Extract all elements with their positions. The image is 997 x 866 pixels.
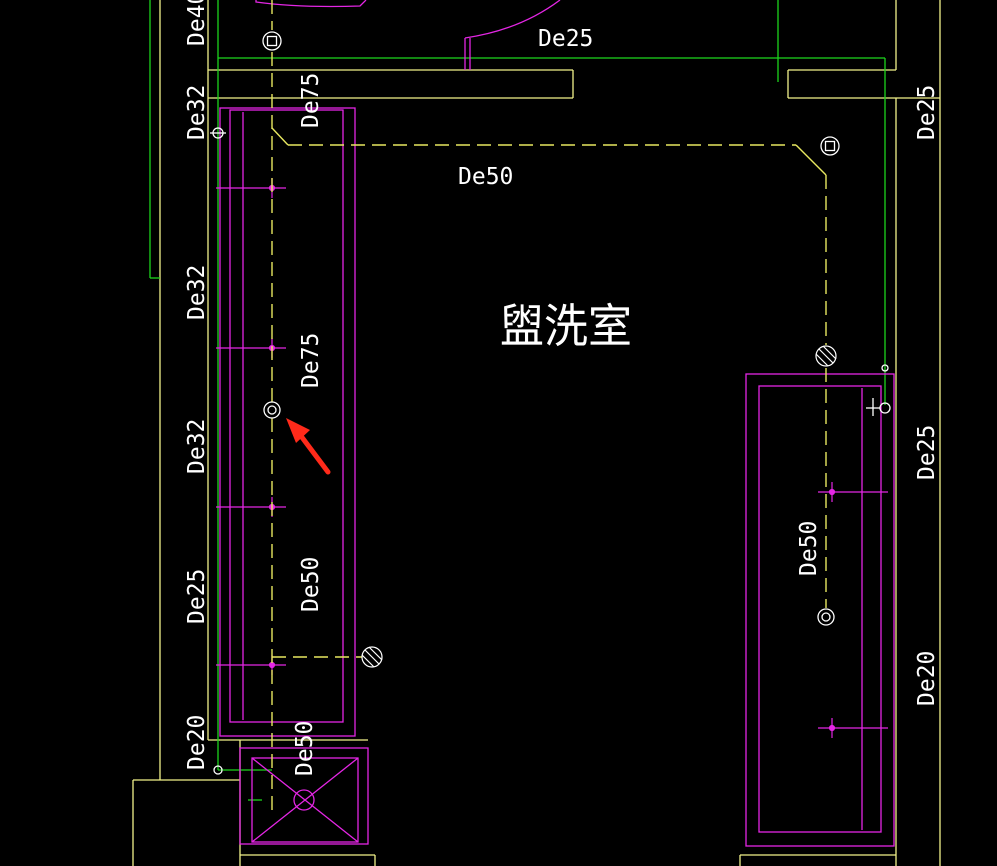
hatched-drain-icons: [361, 345, 837, 668]
drain-pipes-dashed: [271, 0, 827, 810]
label-left-de32-low: De32: [184, 419, 210, 474]
valve-right-icon: [866, 398, 891, 416]
label-left-de25: De25: [184, 569, 210, 624]
label-right-de20: De20: [914, 651, 940, 706]
label-right-de50: De50: [796, 521, 822, 576]
floor-drain-left-icon: [263, 401, 281, 419]
riser-square-top-icon: [262, 31, 282, 51]
label-left-de32-top: De32: [184, 85, 210, 140]
label-center-de50: De50: [458, 164, 513, 190]
label-left-de75-mid: De75: [298, 333, 324, 388]
label-left-de32-mid: De32: [184, 265, 210, 320]
pipe-symbols: [210, 31, 891, 775]
label-bottom-de50: De50: [292, 721, 318, 776]
fixtures-magenta: [219, 0, 895, 847]
riser-square-right-icon: [820, 136, 840, 156]
red-arrow-icon: [286, 418, 331, 475]
label-right-de25-mid: De25: [914, 425, 940, 480]
label-top-de25: De25: [538, 26, 593, 52]
label-left-de40: De40: [184, 0, 210, 46]
label-left-de50: De50: [298, 557, 324, 612]
faucet-marks-right: [818, 482, 888, 738]
hatched-drain-center-icon: [815, 345, 837, 367]
label-left-de75-top: De75: [298, 73, 324, 128]
valve-left-icon: [210, 127, 226, 139]
hatched-drain-left-icon: [361, 646, 383, 668]
room-name: 盥洗室: [500, 299, 632, 353]
label-left-de20: De20: [184, 715, 210, 770]
drain-pipe-bends: [271, 127, 827, 176]
label-right-de25-top: De25: [914, 85, 940, 140]
floor-drain-right-icon: [817, 608, 835, 626]
